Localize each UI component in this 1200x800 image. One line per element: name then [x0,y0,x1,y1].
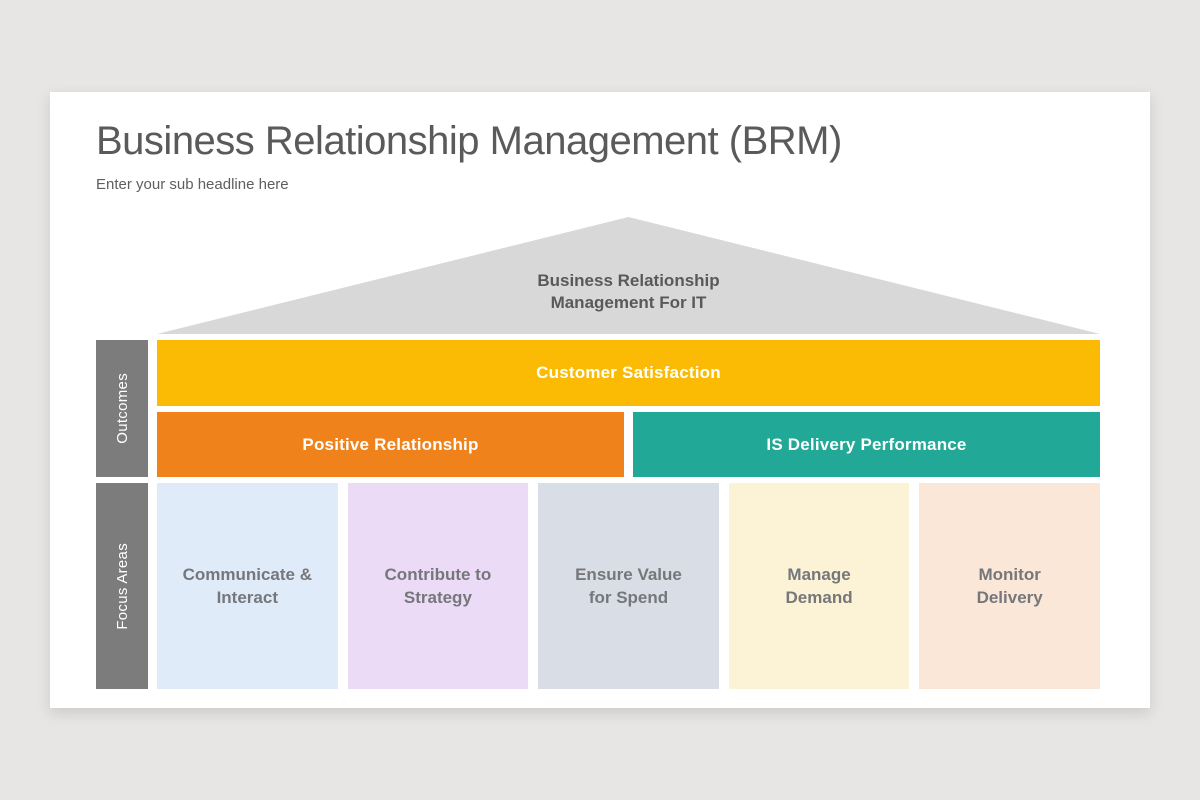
focus-box-contribute-strategy: Contribute to Strategy [347,483,529,689]
customer-satisfaction-bar: Customer Satisfaction [157,340,1100,406]
outcomes-split-bars: Positive Relationship IS Delivery Perfor… [157,412,1100,477]
positive-relationship-label: Positive Relationship [302,434,479,454]
customer-satisfaction-label: Customer Satisfaction [536,363,721,382]
page-subtitle: Enter your sub headline here [96,176,289,193]
focus-box-ensure-value-spend: Ensure Value for Spend [538,483,719,689]
focus-box-monitor-delivery: Monitor Delivery [919,483,1100,689]
focus-box-label: Monitor Delivery [976,565,1043,607]
focus-box-label: Ensure Value for Spend [575,565,682,607]
diagram-body: Outcomes Customer Satisfaction Positive … [96,340,1100,689]
focus-box-manage-demand: Manage Demand [728,483,910,689]
focus-box-label: Contribute to Strategy [384,565,492,607]
outcomes-bars: Customer Satisfaction Positive Relations… [157,340,1100,477]
page-title: Business Relationship Management (BRM) [96,119,842,163]
is-delivery-performance-label: IS Delivery Performance [766,434,967,454]
focus-areas-side-label-text: Focus Areas [113,542,131,630]
outcomes-side-label: Outcomes [96,340,148,477]
is-delivery-performance-bar: IS Delivery Performance [633,412,1100,477]
focus-areas-row: Focus Areas Communicate & Interact Contr… [96,483,1100,689]
focus-box-communicate-interact: Communicate & Interact [157,483,338,689]
slide-canvas: Business Relationship Management (BRM) E… [50,92,1150,708]
focus-box-label: Manage Demand [785,565,853,607]
outcomes-row: Outcomes Customer Satisfaction Positive … [96,340,1100,477]
roof-label-line2: Management For IT [550,293,707,312]
roof-label-line1: Business Relationship [537,271,720,290]
focus-areas-boxes: Communicate & Interact Contribute to Str… [157,483,1100,689]
positive-relationship-bar: Positive Relationship [157,412,624,477]
focus-box-label: Communicate & Interact [182,565,312,607]
focus-areas-side-label: Focus Areas [96,483,148,689]
roof-triangle: Business Relationship Management For IT [157,217,1100,334]
outcomes-side-label-text: Outcomes [113,373,131,444]
